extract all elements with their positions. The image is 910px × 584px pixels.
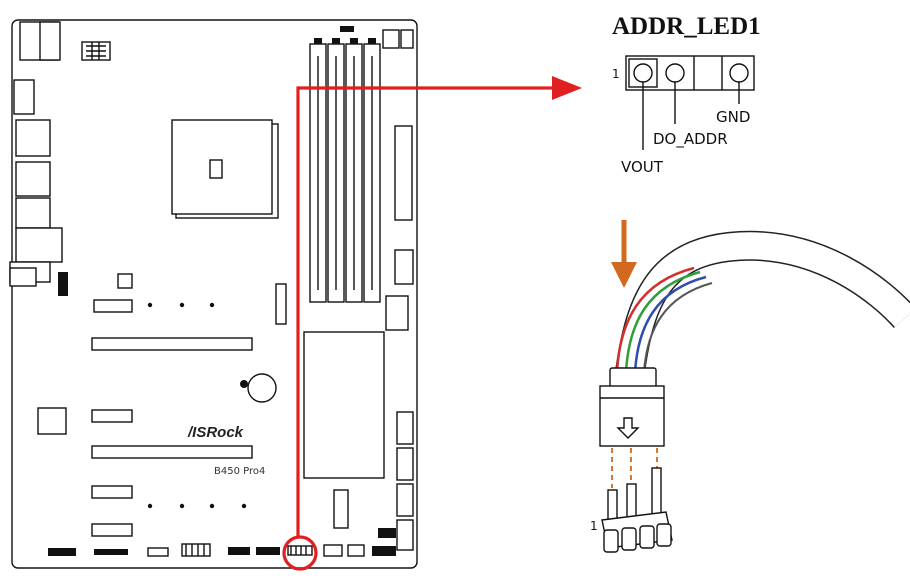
led-plug [599,385,665,447]
cmos-battery [247,373,277,403]
board-brand: /ISRock [187,424,244,441]
pin-1-vout [633,63,653,83]
memory-slots [309,38,381,303]
highlight-circle [282,535,318,571]
expansion-slots [91,273,349,537]
addr-led-header-on-board [287,545,313,556]
label-vout: VOUT [621,158,664,176]
cpu-power-connector [81,41,111,61]
sata-ports [396,411,414,551]
standoff [240,380,248,388]
alignment-guides [611,448,658,488]
io-chip [37,407,67,435]
connector-title: ADDR_LED1 [612,13,761,40]
callout-arrow-head [552,76,582,100]
board-model: B450 Pro4 [214,466,265,477]
insert-arrow [611,220,637,288]
pin-4-gnd [729,63,749,83]
highlight-callout [282,76,582,571]
motherboard: /ISRock B450 Pro4 [9,19,418,569]
board-pin-header: 1 [590,467,673,553]
pin-2-do-addr [665,63,685,83]
pinout-pin1-marker: 1 [612,67,620,81]
side-headers [275,249,414,331]
plug-direction-icon [616,417,640,439]
led-cable [609,230,910,391]
header-pinout: 1 VOUT DO_ADDR GND [612,55,755,176]
callout-line [296,86,555,538]
rear-io-ports [9,21,68,296]
label-gnd: GND [716,108,750,126]
chipset-heatsink [303,331,385,479]
cpu-socket [171,119,279,219]
bottom-headers [48,528,396,557]
pin-header-pin1-marker: 1 [590,519,598,533]
label-do-addr: DO_ADDR [653,130,728,149]
top-right-headers [340,26,414,221]
